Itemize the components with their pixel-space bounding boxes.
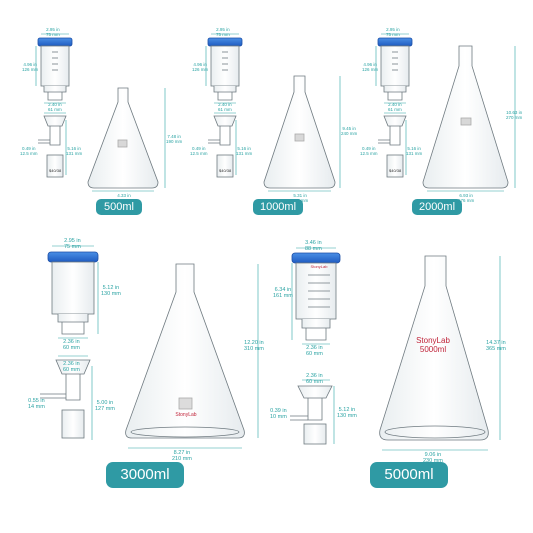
- set-500ml: [37, 37, 159, 189]
- set-1000ml: [207, 37, 336, 189]
- set-3000ml: [40, 251, 245, 439]
- brand-label-3000: StonyLab: [175, 412, 197, 418]
- brand-label-flask-5000: StonyLab 5000ml: [408, 336, 458, 354]
- brand-name-5000: StonyLab: [416, 336, 450, 345]
- set-5000ml: [290, 252, 489, 445]
- set-2000ml: [377, 37, 509, 189]
- brand-label-funnel-5000: StonyLab: [310, 264, 328, 269]
- brand-volume-5000: 5000ml: [419, 345, 447, 354]
- size-badge-2000ml: 2000ml: [412, 199, 462, 215]
- joint-label-2000: $40/38: [389, 168, 402, 173]
- size-badge-5000ml: 5000ml: [370, 462, 448, 488]
- size-badge-1000ml: 1000ml: [253, 199, 303, 215]
- size-badge-3000ml: 3000ml: [106, 462, 184, 488]
- joint-label-1000: $40/38: [219, 168, 232, 173]
- joint-label-500: $40/38: [49, 168, 62, 173]
- size-badge-500ml: 500ml: [96, 199, 142, 215]
